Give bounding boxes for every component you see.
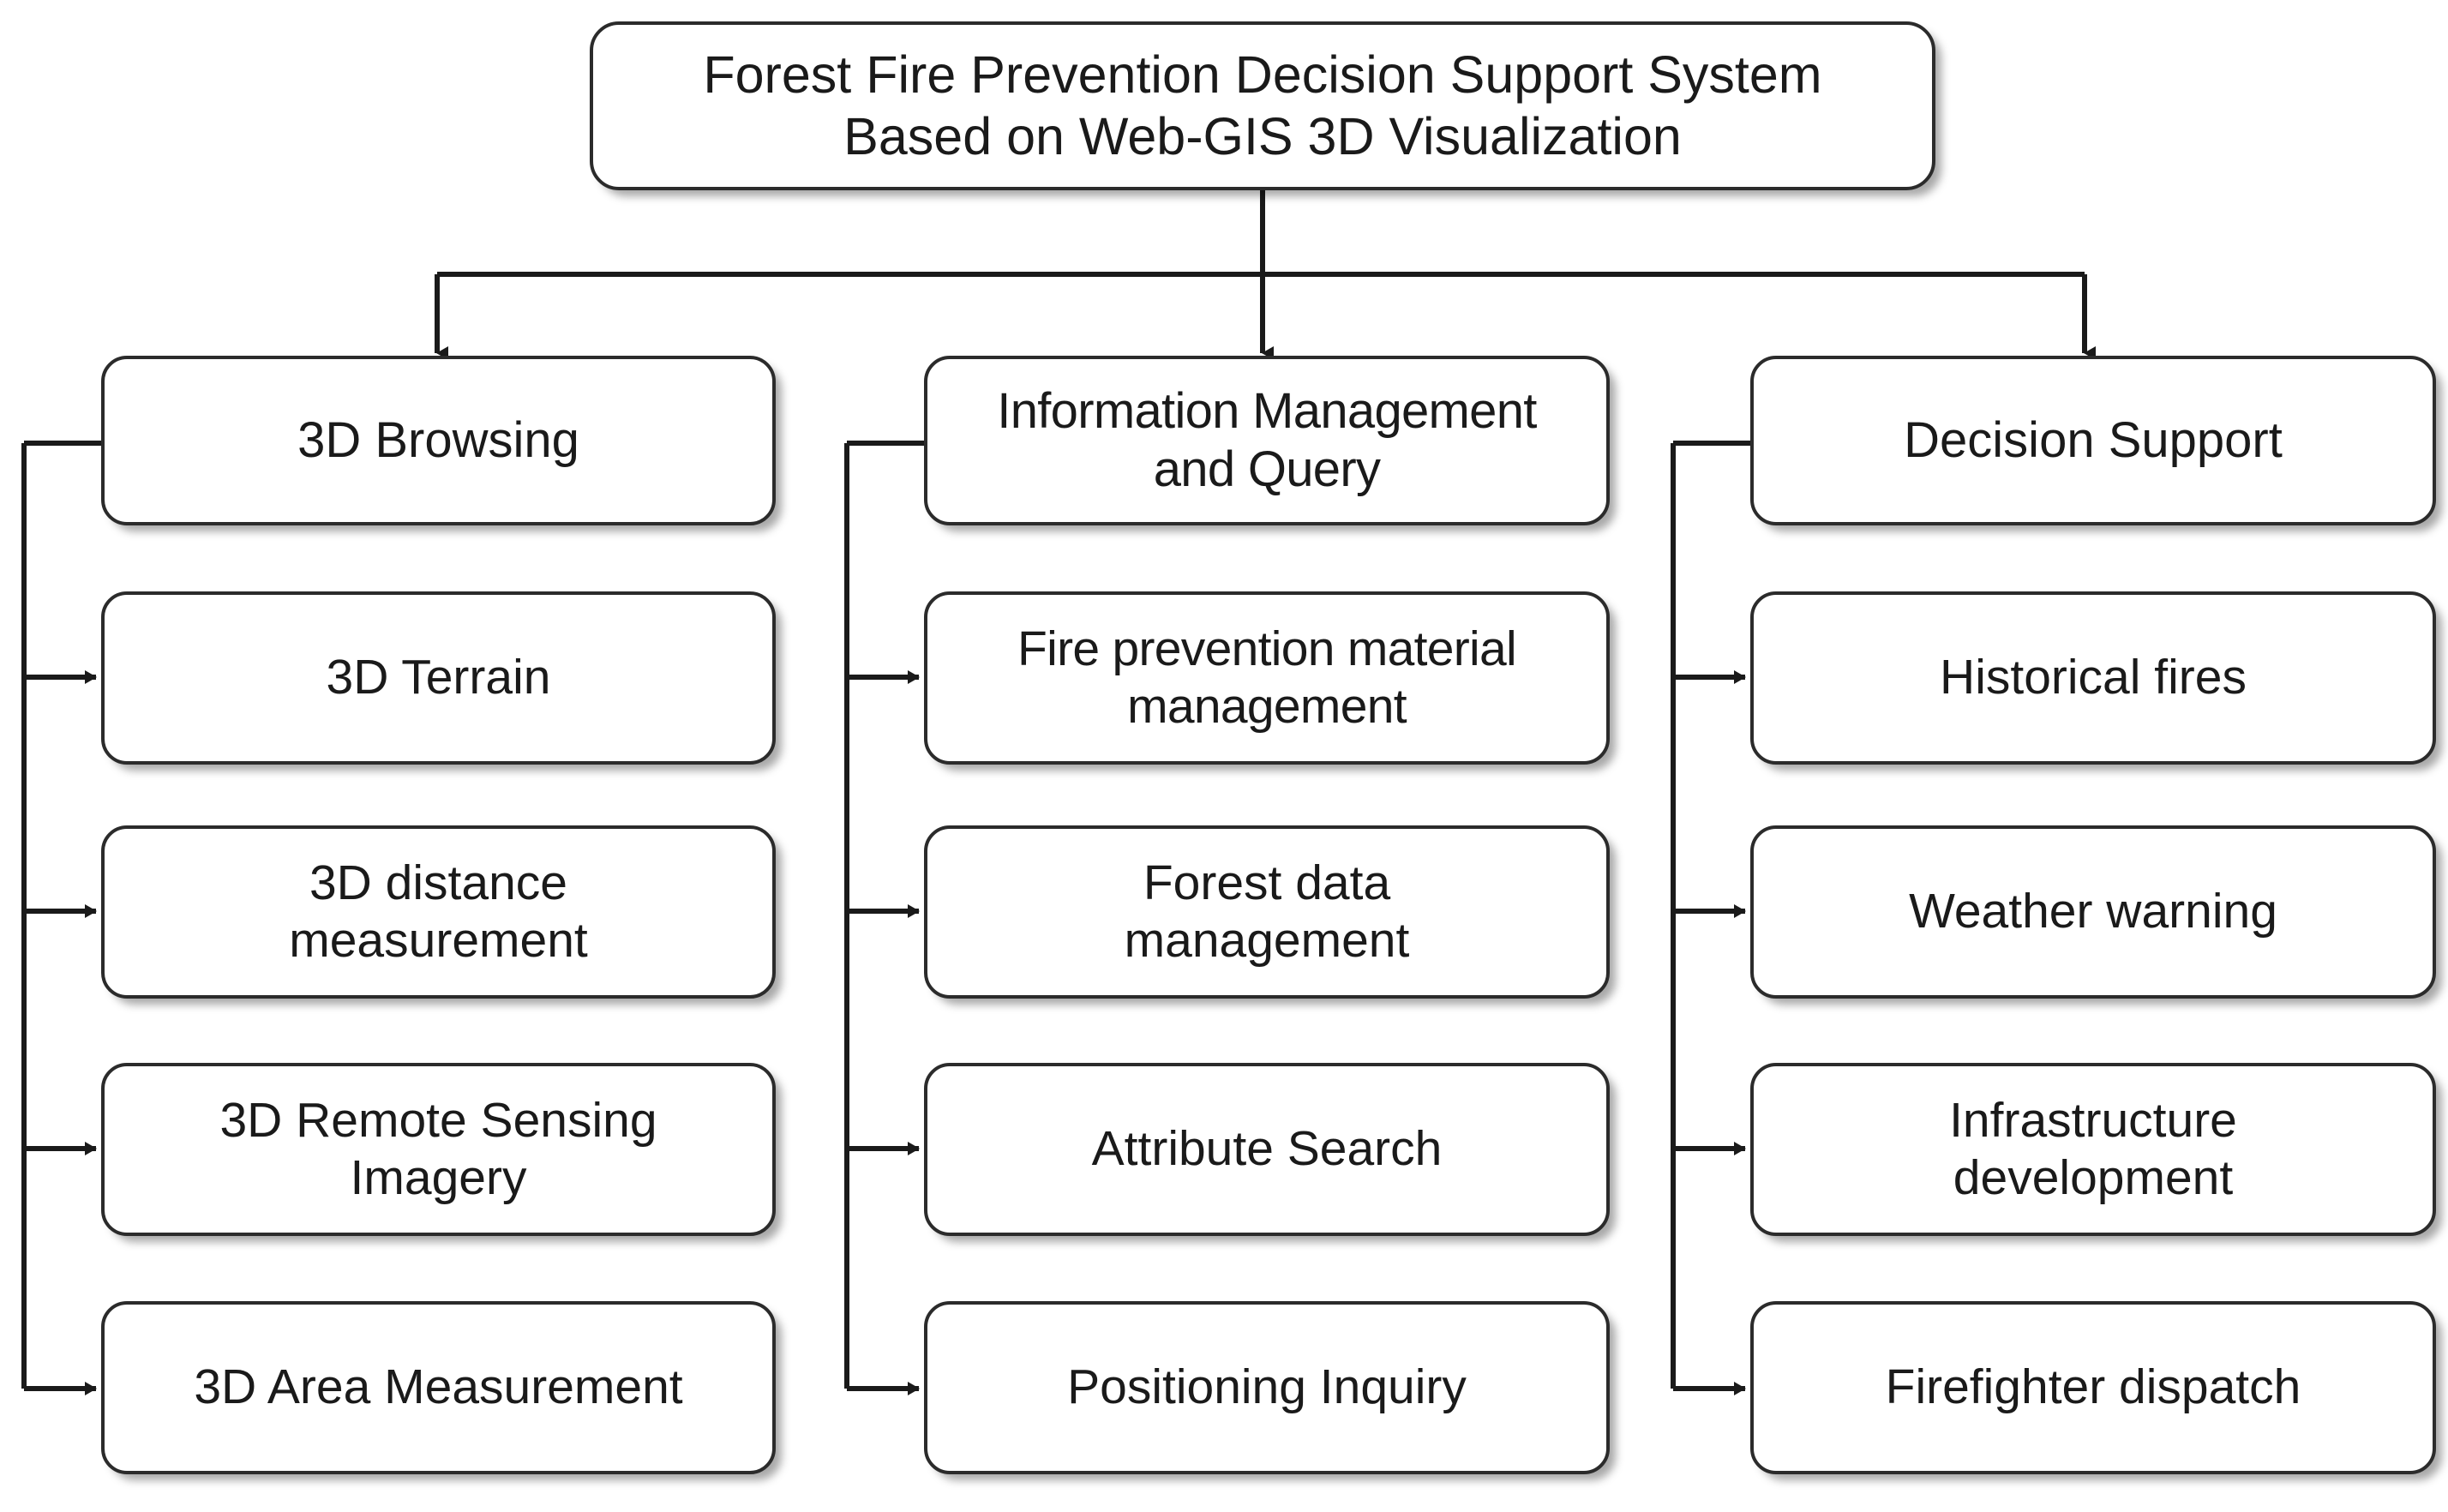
node-3d-area-measurement[interactable]: 3D Area Measurement	[101, 1301, 776, 1474]
node-fire-prevention-material-management-label: Fire prevention material management	[1017, 621, 1517, 734]
node-forest-data-management-label: Forest data management	[1124, 855, 1410, 968]
node-information-management-and-query-label: Information Management and Query	[997, 382, 1537, 497]
node-positioning-inquiry[interactable]: Positioning Inquiry	[924, 1301, 1610, 1474]
node-fire-prevention-material-management[interactable]: Fire prevention material management	[924, 591, 1610, 765]
node-3d-terrain-label: 3D Terrain	[326, 650, 551, 705]
node-forest-data-management[interactable]: Forest data management	[924, 825, 1610, 999]
node-3d-remote-sensing-imagery[interactable]: 3D Remote Sensing Imagery	[101, 1063, 776, 1236]
node-root[interactable]: Forest Fire Prevention Decision Support …	[590, 21, 1935, 190]
node-attribute-search-label: Attribute Search	[1091, 1121, 1443, 1177]
node-3d-distance-measurement[interactable]: 3D distance measurement	[101, 825, 776, 999]
node-attribute-search[interactable]: Attribute Search	[924, 1063, 1610, 1236]
node-3d-terrain[interactable]: 3D Terrain	[101, 591, 776, 765]
node-firefighter-dispatch-label: Firefighter dispatch	[1885, 1359, 2301, 1415]
node-3d-remote-sensing-imagery-label: 3D Remote Sensing Imagery	[219, 1092, 657, 1205]
node-information-management-and-query[interactable]: Information Management and Query	[924, 356, 1610, 525]
node-3d-browsing-label: 3D Browsing	[297, 411, 579, 468]
node-infrastructure-development-label: Infrastructure development	[1949, 1092, 2237, 1205]
node-weather-warning[interactable]: Weather warning	[1750, 825, 2436, 999]
node-weather-warning-label: Weather warning	[1909, 884, 2277, 939]
node-historical-fires-label: Historical fires	[1940, 650, 2247, 705]
node-3d-distance-measurement-label: 3D distance measurement	[289, 855, 588, 968]
node-historical-fires[interactable]: Historical fires	[1750, 591, 2436, 765]
node-firefighter-dispatch[interactable]: Firefighter dispatch	[1750, 1301, 2436, 1474]
node-positioning-inquiry-label: Positioning Inquiry	[1067, 1359, 1467, 1415]
node-root-label: Forest Fire Prevention Decision Support …	[703, 45, 1822, 165]
node-3d-browsing[interactable]: 3D Browsing	[101, 356, 776, 525]
node-3d-area-measurement-label: 3D Area Measurement	[194, 1359, 683, 1415]
node-decision-support-label: Decision Support	[1904, 411, 2283, 468]
node-infrastructure-development[interactable]: Infrastructure development	[1750, 1063, 2436, 1236]
node-decision-support[interactable]: Decision Support	[1750, 356, 2436, 525]
